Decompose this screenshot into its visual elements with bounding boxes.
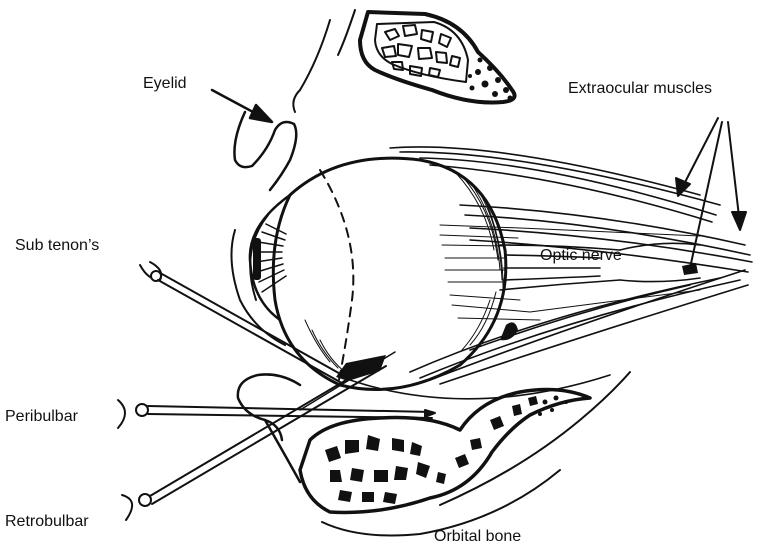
upper-eyelid — [234, 112, 296, 190]
label-extraocular-muscles: Extraocular muscles — [568, 80, 712, 98]
upper-orbital-bone — [293, 10, 514, 112]
muscle-insertion-lower — [500, 322, 518, 340]
peribulbar-needle[interactable] — [118, 400, 435, 428]
globe-shading — [305, 172, 503, 372]
sub-tenons-needle[interactable] — [140, 262, 344, 382]
retrobulbar-needle[interactable] — [122, 352, 395, 520]
posterior-hatching — [440, 225, 700, 320]
lower-orbital-bone — [300, 372, 630, 536]
label-optic-nerve: Optic nerve — [540, 247, 622, 265]
label-sub-tenons: Sub tenon’s — [15, 237, 99, 255]
lower-eyelid — [238, 374, 300, 482]
label-peribulbar: Peribulbar — [5, 408, 78, 426]
pupil-shading — [253, 238, 261, 280]
label-orbital-bone: Orbital bone — [434, 528, 521, 546]
extraocular-muscles-arrows — [676, 118, 746, 268]
upper-bone-texture — [382, 25, 460, 77]
label-eyelid: Eyelid — [143, 75, 187, 93]
label-retrobulbar: Retrobulbar — [5, 513, 89, 531]
